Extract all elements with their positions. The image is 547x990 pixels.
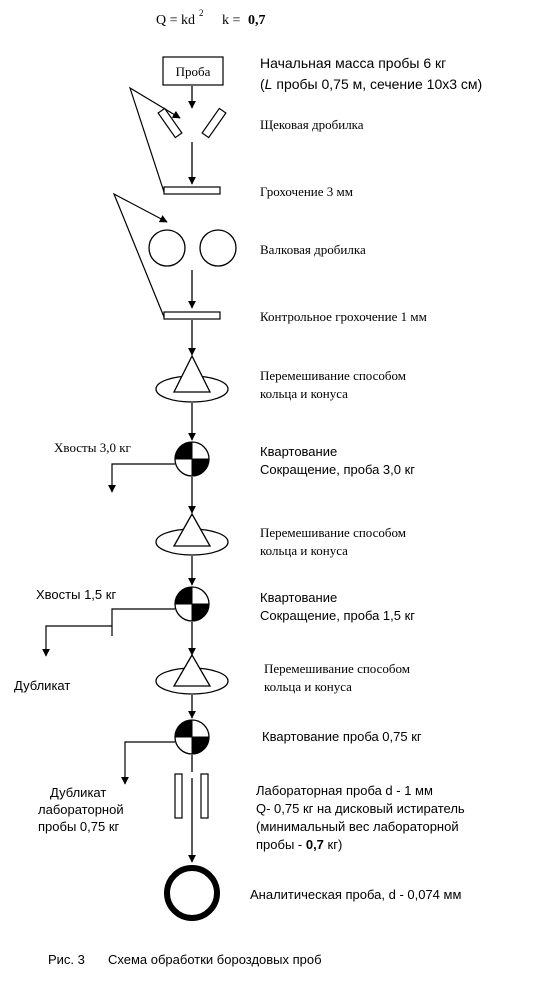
caption-label: Рис. 3 <box>48 952 85 967</box>
lab-duplicate-line2: лабораторной <box>38 802 124 817</box>
mix1-line2: кольца и конуса <box>260 386 348 401</box>
cone-mixing-icon-2 <box>155 512 229 556</box>
mix2-line1: Перемешивание способом <box>260 525 406 540</box>
duplicate-arrow <box>42 625 112 657</box>
quarter3-label: Квартование проба 0,75 кг <box>262 729 422 744</box>
mix2-line2: кольца и конуса <box>260 543 348 558</box>
roll-left-icon <box>148 229 186 267</box>
quarter1-line2: Сокращение, проба 3,0 кг <box>260 462 415 477</box>
control-screening-label: Контрольное грохочение 1 мм <box>260 309 427 324</box>
lab-line2: Q- 0,75 кг на дисковый истиратель <box>256 801 465 816</box>
cone-mixing-icon-1 <box>155 354 229 403</box>
quarter2-line2: Сокращение, проба 1,5 кг <box>260 608 415 623</box>
formula-text: Q = kd <box>156 13 195 28</box>
control-screen-icon <box>163 311 221 320</box>
roll-right-icon <box>199 229 237 267</box>
lab-duplicate-arrow <box>121 741 175 785</box>
analytic-label: Аналитическая проба, d - 0,074 мм <box>250 887 461 902</box>
analytical-sample-icon <box>164 865 220 921</box>
recycle-arrow-2 <box>112 192 168 318</box>
screening-label: Грохочение 3 мм <box>260 184 353 199</box>
quartering-icon-1 <box>174 441 210 477</box>
lab-duplicate-line3: пробы 0,75 кг <box>38 819 120 834</box>
header-formula: Q = kd 2 k = 0,7 <box>156 8 266 28</box>
sample-box <box>162 56 224 86</box>
jaw-crusher-label: Щековая дробилка <box>260 117 364 132</box>
formula-exponent: 2 <box>199 8 204 18</box>
sample-box-label: Проба <box>176 64 211 79</box>
tails2-line <box>111 608 175 636</box>
k-label: k = <box>222 13 241 28</box>
disc-grinder-icon <box>174 773 209 819</box>
tails1-arrow <box>108 463 175 493</box>
screen-icon <box>163 186 221 195</box>
quarter1-line1: Квартование <box>260 444 337 459</box>
quartering-icon-2 <box>174 586 210 622</box>
lab-line4: пробы - 0,7 кг) <box>256 837 342 852</box>
sample-size-text: (L пробы 0,75 м, сечение 10х3 см) <box>260 76 482 92</box>
recycle-arrow-1 <box>128 86 181 193</box>
k-value: 0,7 <box>248 13 266 28</box>
caption-text: Схема обработки бороздовых проб <box>108 952 322 967</box>
mix3-line1: Перемешивание способом <box>264 661 410 676</box>
jaw-crusher-icon <box>157 107 227 139</box>
duplicate-label: Дубликат <box>14 678 70 693</box>
lab-line3: (минимальный вес лабораторной <box>256 819 459 834</box>
cone-mixing-icon-3 <box>155 653 229 695</box>
quarter2-line1: Квартование <box>260 590 337 605</box>
roll-crusher-label: Валковая дробилка <box>260 242 366 257</box>
quartering-icon-3 <box>174 719 210 755</box>
mix3-line2: кольца и конуса <box>264 679 352 694</box>
tails1-label: Хвосты 3,0 кг <box>54 440 131 455</box>
initial-mass-text: Начальная масса пробы 6 кг <box>260 55 446 71</box>
lab-duplicate-line1: Дубликат <box>50 785 106 800</box>
lab-line1: Лабораторная проба d - 1 мм <box>256 783 433 798</box>
mix1-line1: Перемешивание способом <box>260 368 406 383</box>
tails2-label: Хвосты 1,5 кг <box>36 587 116 602</box>
